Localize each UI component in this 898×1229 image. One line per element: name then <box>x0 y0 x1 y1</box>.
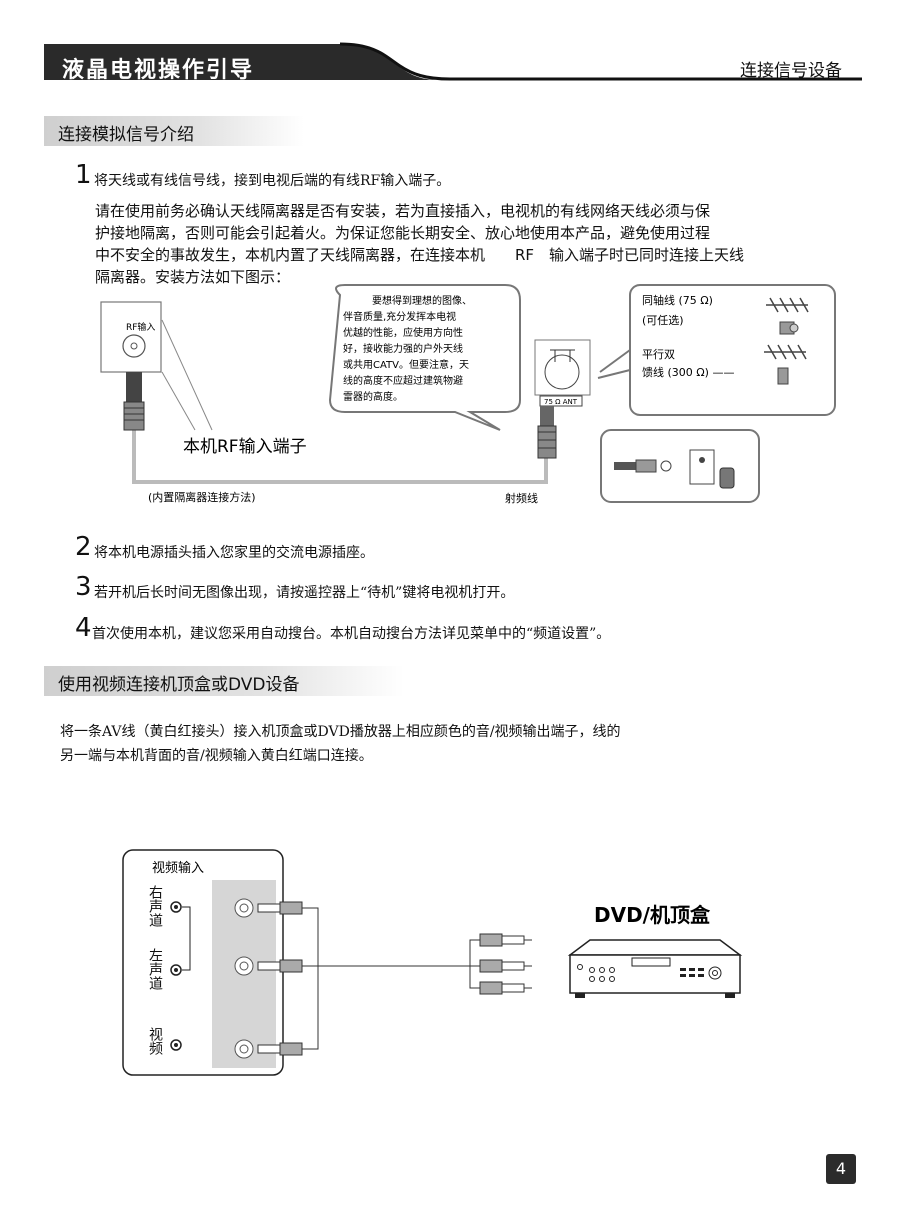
coax-label: 同轴线 (75 Ω) <box>642 293 713 307</box>
rf-cable-label: 射频线 <box>505 491 538 505</box>
step-number: 2 <box>75 532 92 562</box>
parallel-feeder-label: 平行双 <box>642 348 675 361</box>
header-banner <box>44 42 862 81</box>
header-title: 液晶电视操作引导 <box>62 58 255 83</box>
rf-connection-diagram: RF输入 本机RF输入端子 (内置隔离器连接方法) 射频线 75 Ω ANT 要… <box>100 284 836 505</box>
port-label-video: 视频 <box>147 1027 163 1055</box>
paragraph-line: 护接地隔离，否则可能会引起着火。为保证您能长期安全、放心地使用本产品，避免使用过… <box>95 224 711 242</box>
av-paragraph: 将一条AV线（黄白红接头）接入机顶盒或DVD播放器上相应颜色的音/视频输出端子，… <box>60 720 621 768</box>
paragraph-line: 请在使用前务必确认天线隔离器是否有安装，若为直接插入，电视机的有线网络天线必须与… <box>95 202 711 220</box>
paragraph-line: 另一端与本机背面的音/视频输入黄白红端口连接。 <box>60 748 373 764</box>
ant-label: 75 Ω ANT <box>544 398 578 406</box>
builtin-isolator-label: (内置隔离器连接方法) <box>148 490 256 504</box>
bubble-line: 优越的性能，应使用方向性 <box>343 326 463 339</box>
warning-paragraph: 请在使用前务必确认天线隔离器是否有安装，若为直接插入，电视机的有线网络天线必须与… <box>95 200 855 288</box>
paragraph-line: 将一条AV线（黄白红接头）接入机顶盒或DVD播放器上相应颜色的音/视频输出端子，… <box>60 724 621 740</box>
rf-input-label: RF输入 <box>126 321 155 333</box>
bubble-line: 伴音质量,充分发挥本电视 <box>343 310 456 323</box>
step-text: 首次使用本机，建议您采用自动搜台。本机自动搜台方法详见菜单中的“频道设置”。 <box>92 626 611 642</box>
optional-label: (可任选) <box>642 314 684 327</box>
step-number: 4 <box>75 613 92 643</box>
page-number: 4 <box>826 1154 856 1184</box>
section-heading-video: 使用视频连接机顶盒或DVD设备 <box>44 666 404 696</box>
bubble-line: 线的高度不应超过建筑物避 <box>343 374 463 387</box>
step-number: 3 <box>75 572 92 602</box>
section-heading-text: 连接模拟信号介绍 <box>58 125 194 145</box>
step-text: 将天线或有线信号线，接到电视后端的有线RF输入端子。 <box>94 173 451 189</box>
bubble-line: 要想得到理想的图像、 <box>372 294 472 307</box>
video-input-label: 视频输入 <box>152 860 204 876</box>
device-label: DVD/机顶盒 <box>594 903 711 927</box>
step-number: 1 <box>75 160 92 190</box>
rf-caption: 本机RF输入端子 <box>183 437 307 457</box>
section-heading-text: 使用视频连接机顶盒或DVD设备 <box>58 675 300 695</box>
header-section-title: 连接信号设备 <box>740 61 842 81</box>
bubble-line: 雷器的高度。 <box>343 390 403 403</box>
port-label-right: 右声道 <box>147 885 163 927</box>
av-connection-diagram: 视频输入 DVD/机顶盒 <box>122 849 743 1076</box>
port-label-left: 左声道 <box>147 948 163 990</box>
parallel-feeder-label: 馈线 (300 Ω) —— <box>642 365 734 379</box>
bubble-line: 好，接收能力强的户外天线 <box>343 342 463 355</box>
step-text: 将本机电源插头插入您家里的交流电源插座。 <box>94 545 374 561</box>
bubble-line: 或共用CATV。但要注意，天 <box>343 358 469 371</box>
paragraph-line: 中不安全的事故发生，本机内置了天线隔离器，在连接本机 RF 输入端子时已同时连接… <box>95 246 745 264</box>
section-heading-analog: 连接模拟信号介绍 <box>44 116 304 146</box>
paragraph-line: 隔离器。安装方法如下图示： <box>95 268 291 286</box>
step-text: 若开机后长时间无图像出现，请按遥控器上“待机”键将电视机打开。 <box>94 585 515 601</box>
